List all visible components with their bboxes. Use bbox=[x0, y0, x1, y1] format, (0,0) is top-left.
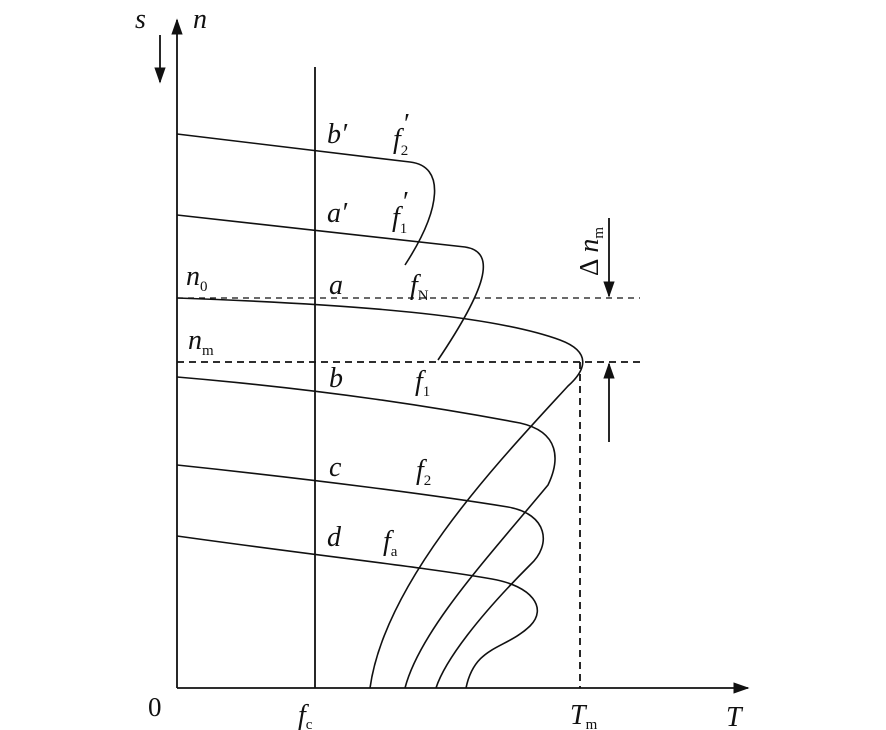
fN-label: fN bbox=[410, 270, 429, 304]
curve-f1 bbox=[176, 376, 556, 689]
point-b-prime: b′ bbox=[327, 119, 348, 150]
point-c: c bbox=[329, 452, 342, 483]
curve-f2-prime bbox=[176, 133, 436, 266]
delta-nm-label: Δnm bbox=[574, 227, 607, 276]
n-axis-label: n bbox=[193, 4, 207, 35]
curve-f2 bbox=[176, 464, 545, 689]
t-axis-label: T bbox=[726, 702, 744, 730]
curve-fN bbox=[176, 297, 584, 689]
f1-prime-label: f1′ bbox=[392, 187, 408, 237]
origin-label: 0 bbox=[148, 692, 162, 722]
fa-label: fa bbox=[383, 526, 398, 560]
point-a: a bbox=[329, 270, 343, 301]
point-b: b bbox=[329, 363, 343, 394]
nm-label: nm bbox=[188, 325, 214, 359]
s-axis-label: s bbox=[135, 4, 146, 35]
fc-tick-label: fc bbox=[298, 700, 313, 730]
f2-prime-label: f2′ bbox=[393, 109, 409, 159]
n0-label: n0 bbox=[186, 261, 208, 295]
point-d: d bbox=[327, 522, 342, 553]
f2-label: f2 bbox=[416, 455, 431, 489]
curve-fa bbox=[176, 535, 539, 689]
f1-label: f1 bbox=[415, 366, 430, 400]
point-a-prime: a′ bbox=[327, 198, 348, 229]
curve-f1-prime bbox=[176, 214, 485, 361]
tm-tick-label: Tm bbox=[570, 700, 598, 730]
